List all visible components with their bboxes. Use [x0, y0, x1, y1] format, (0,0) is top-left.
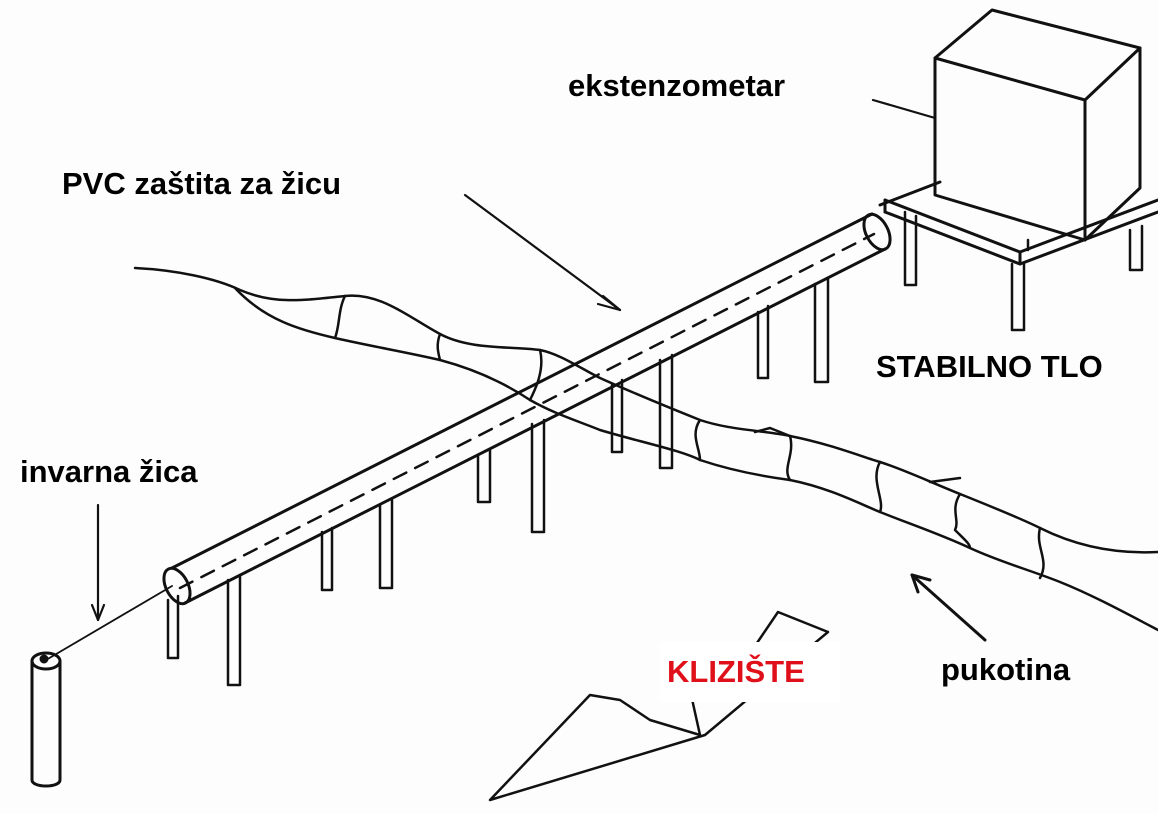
leader-lines [90, 98, 937, 622]
pvc-tube [162, 212, 892, 606]
landslide-direction-arrow [488, 610, 830, 802]
landslide-label: KLIZIŠTE [667, 654, 805, 689]
extensometer-label: ekstenzometar [568, 68, 786, 103]
pvc-protection-label: PVC zaštita za žicu [62, 166, 342, 201]
crack-label: pukotina [941, 652, 1071, 687]
stable-ground-label: STABILNO TLO [876, 349, 1103, 384]
extensometer-box [878, 8, 1158, 332]
crack-band [133, 266, 1158, 632]
crack-arrow [910, 573, 987, 642]
anchor-post [30, 651, 62, 788]
invar-wire [45, 585, 173, 661]
support-posts [166, 276, 830, 687]
label-backdrop [660, 642, 840, 702]
invar-wire-label: invarna žica [20, 454, 198, 489]
